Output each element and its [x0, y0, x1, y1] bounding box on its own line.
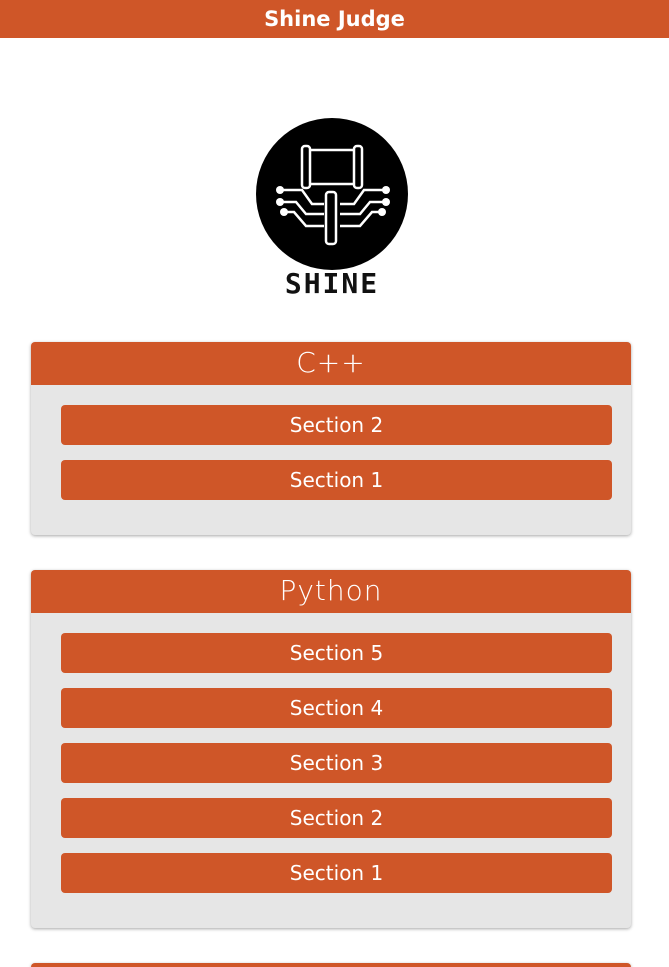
section-button[interactable]: Section 5: [61, 633, 612, 673]
section-button[interactable]: Section 2: [61, 405, 612, 445]
course-title: C++: [31, 342, 631, 385]
section-button[interactable]: Section 1: [61, 853, 612, 893]
section-button[interactable]: Section 2: [61, 798, 612, 838]
logo-wordmark: SHINE: [285, 267, 379, 300]
shine-logo: SHINE: [250, 112, 420, 302]
course-card-cpp: C++ Section 2 Section 1: [31, 342, 631, 535]
section-list: Section 2 Section 1: [31, 385, 631, 535]
course-card-partial: [31, 963, 631, 967]
gavel-circuit-logo-icon: SHINE: [256, 118, 408, 300]
course-card-python: Python Section 5 Section 4 Section 3 Sec…: [31, 570, 631, 928]
section-button[interactable]: Section 1: [61, 460, 612, 500]
section-button[interactable]: Section 4: [61, 688, 612, 728]
app-header: Shine Judge: [0, 0, 669, 38]
course-title: [31, 963, 631, 967]
section-list: Section 5 Section 4 Section 3 Section 2 …: [31, 613, 631, 928]
section-button[interactable]: Section 3: [61, 743, 612, 783]
app-title: Shine Judge: [264, 7, 405, 31]
course-title: Python: [31, 570, 631, 613]
